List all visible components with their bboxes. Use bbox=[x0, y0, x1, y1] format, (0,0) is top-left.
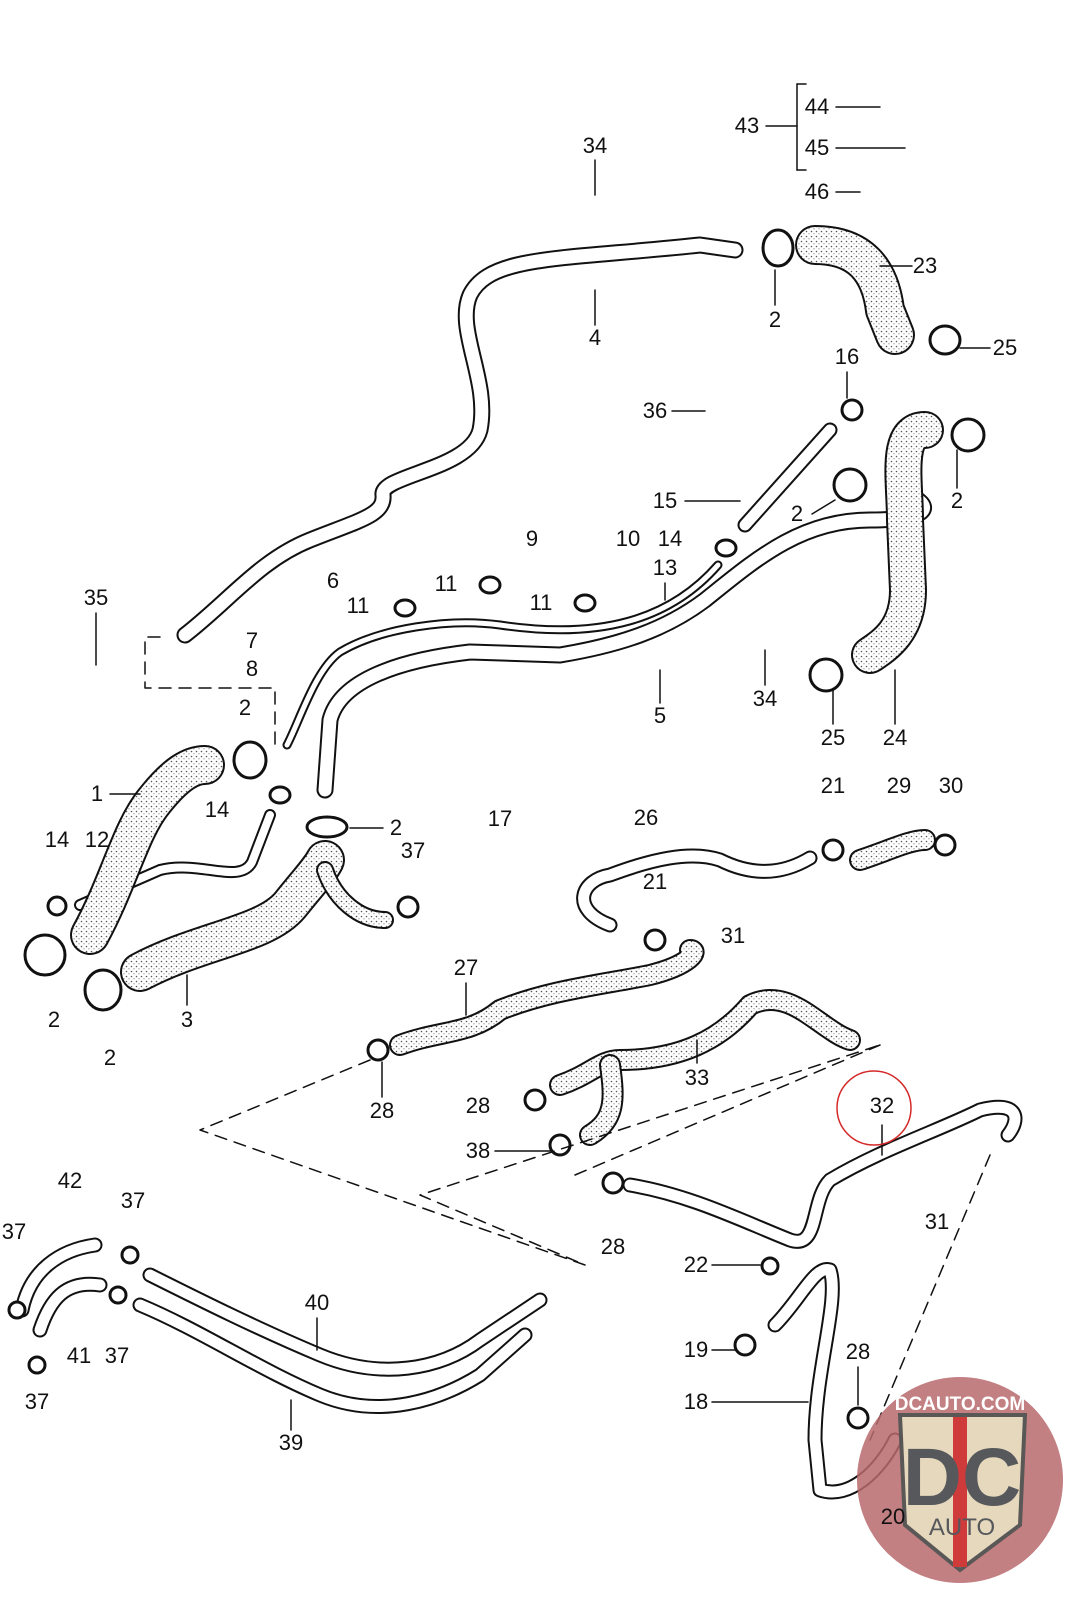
callout-18: 18 bbox=[683, 1389, 709, 1414]
callout-28: 28 bbox=[465, 1093, 491, 1118]
callout-14: 14 bbox=[204, 797, 230, 822]
callout-14: 14 bbox=[657, 526, 683, 551]
callout-6: 6 bbox=[326, 568, 340, 593]
hose-29 bbox=[849, 829, 936, 871]
callout-17: 17 bbox=[487, 806, 513, 831]
hose-5 bbox=[316, 489, 933, 799]
hose-32 bbox=[622, 1099, 1023, 1249]
callout-1: 1 bbox=[90, 781, 104, 806]
callout-21: 21 bbox=[820, 773, 846, 798]
callout-31: 31 bbox=[720, 923, 746, 948]
callout-26: 26 bbox=[633, 805, 659, 830]
svg-text:DC: DC bbox=[903, 1432, 1021, 1523]
hose-26 bbox=[576, 848, 818, 933]
hose-4 bbox=[176, 236, 744, 644]
callout-21: 21 bbox=[642, 869, 668, 894]
callout-39: 39 bbox=[278, 1430, 304, 1455]
callout-11: 11 bbox=[346, 593, 370, 618]
callout-37: 37 bbox=[24, 1389, 50, 1414]
callout-2: 2 bbox=[389, 815, 403, 840]
callout-24: 24 bbox=[882, 725, 908, 750]
callout-14: 14 bbox=[44, 827, 70, 852]
hose-12 bbox=[74, 809, 276, 911]
callout-7: 7 bbox=[245, 628, 259, 653]
callout-23: 23 bbox=[912, 253, 938, 278]
callout-28: 28 bbox=[845, 1339, 871, 1364]
callout-46: 46 bbox=[804, 179, 830, 204]
dcauto-watermark: DCAUTO.COM DC AUTO bbox=[855, 1375, 1065, 1585]
hose-39 bbox=[132, 1297, 533, 1414]
callout-2: 2 bbox=[103, 1045, 117, 1070]
callout-29: 29 bbox=[886, 773, 912, 798]
dcauto-logo: DCAUTO.COM DC AUTO bbox=[857, 1377, 1063, 1583]
callout-37: 37 bbox=[120, 1188, 146, 1213]
callout-31: 31 bbox=[924, 1209, 950, 1234]
hose-1 bbox=[70, 745, 225, 955]
svg-text:AUTO: AUTO bbox=[929, 1514, 995, 1541]
callout-32-highlighted: 32 bbox=[869, 1093, 895, 1118]
hose-42-41 bbox=[14, 1237, 108, 1338]
callout-37: 37 bbox=[104, 1343, 130, 1368]
callout-42: 42 bbox=[57, 1168, 83, 1193]
callout-20: 20 bbox=[880, 1504, 906, 1529]
callout-3: 3 bbox=[180, 1007, 194, 1032]
callout-12: 12 bbox=[84, 827, 110, 852]
highlight-circle bbox=[836, 1070, 912, 1146]
callout-34: 34 bbox=[582, 133, 608, 158]
hose-40 bbox=[142, 1267, 548, 1377]
callout-11: 11 bbox=[529, 590, 553, 615]
callout-22: 22 bbox=[683, 1252, 709, 1277]
callout-44: 44 bbox=[804, 94, 830, 119]
callout-5: 5 bbox=[653, 703, 667, 728]
svg-text:DCAUTO.COM: DCAUTO.COM bbox=[895, 1394, 1026, 1415]
callout-28: 28 bbox=[369, 1098, 395, 1123]
callout-2: 2 bbox=[768, 307, 782, 332]
callout-11: 11 bbox=[434, 571, 458, 596]
callout-2: 2 bbox=[47, 1007, 61, 1032]
callout-27: 27 bbox=[453, 955, 479, 980]
callout-45: 45 bbox=[804, 135, 830, 160]
callout-37: 37 bbox=[400, 838, 426, 863]
callout-35: 35 bbox=[83, 585, 109, 610]
hose-24 bbox=[851, 411, 944, 674]
callout-4: 4 bbox=[588, 325, 602, 350]
callout-9: 9 bbox=[525, 526, 539, 551]
callout-43: 43 bbox=[734, 113, 760, 138]
callout-30: 30 bbox=[938, 773, 964, 798]
hose-27 bbox=[389, 939, 705, 1056]
callout-33: 33 bbox=[684, 1065, 710, 1090]
callout-34: 34 bbox=[752, 686, 778, 711]
hose-33 bbox=[549, 988, 861, 1146]
callout-28: 28 bbox=[600, 1234, 626, 1259]
callout-10: 10 bbox=[615, 526, 641, 551]
callout-15: 15 bbox=[652, 488, 678, 513]
callout-8: 8 bbox=[245, 656, 259, 681]
callout-25: 25 bbox=[820, 725, 846, 750]
callout-25: 25 bbox=[992, 335, 1018, 360]
callout-2: 2 bbox=[238, 695, 252, 720]
dashed-reference-lines bbox=[144, 636, 991, 1441]
callout-2: 2 bbox=[790, 501, 804, 526]
hose-23 bbox=[795, 225, 915, 355]
callout-19: 19 bbox=[683, 1337, 709, 1362]
callout-41: 41 bbox=[66, 1343, 92, 1368]
callout-16: 16 bbox=[834, 344, 860, 369]
callout-13: 13 bbox=[652, 555, 678, 580]
callout-2: 2 bbox=[950, 488, 964, 513]
hose-3 bbox=[120, 840, 394, 992]
hose-clamps bbox=[7, 228, 986, 1430]
hose-15 bbox=[737, 422, 838, 533]
callout-38: 38 bbox=[465, 1138, 491, 1163]
callout-36: 36 bbox=[642, 398, 668, 423]
hose-13 bbox=[282, 560, 723, 750]
leader-lines bbox=[95, 83, 991, 1431]
callout-37: 37 bbox=[1, 1219, 27, 1244]
callout-40: 40 bbox=[304, 1290, 330, 1315]
